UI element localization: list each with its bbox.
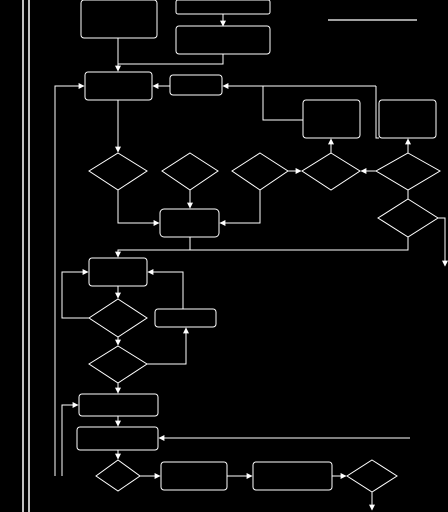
connector-d6-exit xyxy=(438,217,448,267)
process-box-lower-1 xyxy=(78,393,159,417)
top-box-1 xyxy=(175,0,271,15)
decision-3 xyxy=(231,152,289,191)
side-box-loop xyxy=(154,308,217,328)
process-box-right-b xyxy=(378,99,437,139)
top-box-2 xyxy=(175,25,271,55)
connector-left-to-lower-1 xyxy=(61,402,79,476)
decision-4 xyxy=(301,152,361,191)
decision-9 xyxy=(95,459,141,492)
decision-6 xyxy=(377,198,439,238)
decision-1 xyxy=(88,152,148,191)
process-box-main xyxy=(84,71,153,101)
loop-box xyxy=(88,257,148,287)
connector-box-b-up xyxy=(375,86,379,139)
connector-bracket-to-box-a xyxy=(262,86,303,121)
connector-left-return xyxy=(54,83,85,476)
decision-7 xyxy=(88,298,148,338)
decision-5 xyxy=(375,152,441,191)
connector-d3-to-merge xyxy=(219,190,261,226)
decision-8 xyxy=(88,345,148,384)
process-box-lower-2 xyxy=(76,426,159,451)
connector-d1-to-merge xyxy=(117,190,160,226)
process-box-bottom-1 xyxy=(160,461,228,491)
connector-d6-to-loop xyxy=(115,237,409,258)
connector-top-2-to-main xyxy=(118,54,224,65)
process-box-right-a xyxy=(302,99,361,139)
process-box-side xyxy=(169,74,223,96)
merge-box xyxy=(159,208,220,238)
connector-d8-right xyxy=(147,327,189,365)
decision-10 xyxy=(346,459,398,493)
process-box-bottom-2 xyxy=(252,461,333,491)
decision-2 xyxy=(161,152,219,191)
connector-d7-left xyxy=(61,269,89,319)
start-box xyxy=(80,0,158,39)
connector-back-to-loop xyxy=(147,269,184,309)
